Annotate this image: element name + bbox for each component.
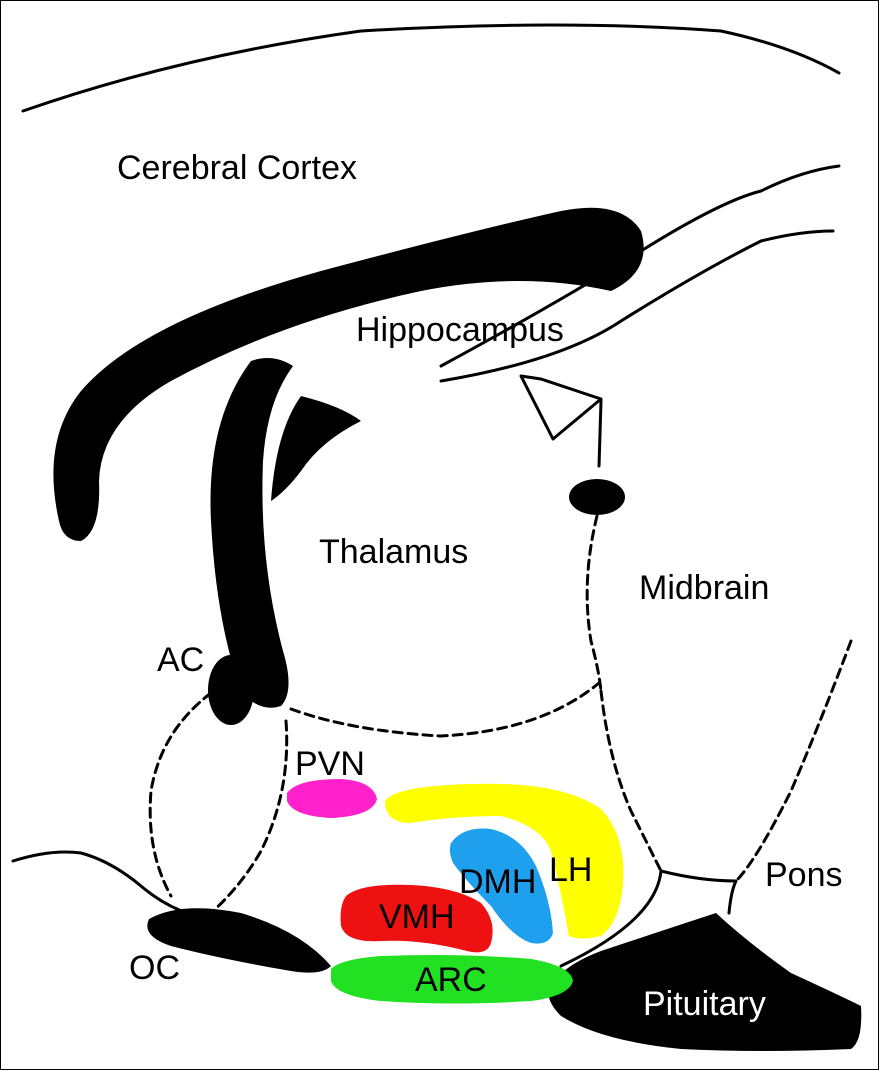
anterior-commissure	[208, 655, 254, 725]
corpus-callosum	[53, 208, 643, 541]
label-pvn: PVN	[295, 745, 365, 783]
hippocampal-commissure	[271, 396, 361, 501]
label-cerebral-cortex: Cerebral Cortex	[117, 149, 357, 187]
thalamus-hypothalamus-boundary	[291, 683, 599, 736]
label-thalamus: Thalamus	[319, 533, 468, 571]
label-dmh: DMH	[459, 863, 536, 901]
label-hippocampus: Hippocampus	[356, 311, 564, 349]
cortex-outline	[23, 25, 839, 111]
midbrain-connector	[599, 401, 601, 466]
preoptic-boundary-outer	[150, 693, 211, 896]
label-lh: LH	[549, 851, 592, 889]
label-pituitary: Pituitary	[643, 985, 766, 1023]
label-ac: AC	[157, 641, 204, 679]
midbrain-pons-boundary	[736, 641, 851, 881]
small-nucleus	[569, 479, 625, 515]
label-oc: OC	[129, 949, 180, 987]
hippocampus-notch	[521, 376, 601, 439]
pvn-region	[287, 779, 377, 818]
label-midbrain: Midbrain	[639, 569, 769, 607]
fornix	[211, 358, 294, 708]
label-pons: Pons	[765, 856, 843, 894]
label-vmh: VMH	[379, 898, 455, 936]
preoptic-boundary-inner	[211, 721, 287, 913]
label-arc: ARC	[415, 961, 487, 999]
pons-outline	[661, 871, 736, 913]
thalamus-midbrain-boundary	[587, 516, 601, 691]
